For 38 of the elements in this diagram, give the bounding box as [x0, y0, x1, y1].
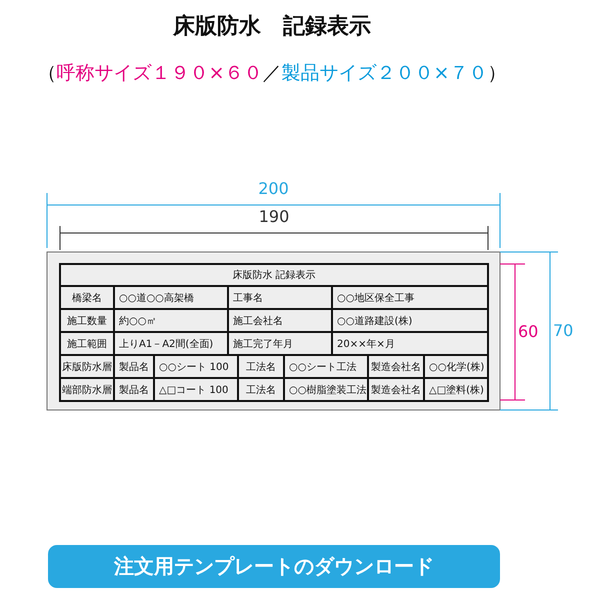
- table-cell: 端部防水層: [60, 378, 114, 401]
- table-cell: ○○地区保全工事: [332, 286, 488, 309]
- table-cell: ○○道○○高架橋: [114, 286, 228, 309]
- table-cell: ○○シート工法: [284, 355, 368, 378]
- download-button: 注文用テンプレートのダウンロード: [48, 545, 500, 588]
- table-cell: 製品名: [114, 378, 154, 401]
- table-cell: 床版防水層: [60, 355, 114, 378]
- table-cell: 製造会社名: [368, 355, 424, 378]
- table-cell: 製造会社名: [368, 378, 424, 401]
- table-cell: ○○道路建設(株): [332, 309, 488, 332]
- bracket-text: （: [38, 62, 57, 84]
- table-cell: 施工数量: [60, 309, 114, 332]
- title: 床版防水 記録表示: [172, 13, 372, 41]
- table-cell: 上りA1－A2間(全面): [114, 332, 228, 355]
- bracket-text: ）: [487, 62, 506, 84]
- table-cell: ○○樹脂塗装工法: [284, 378, 368, 401]
- table-cell: 約○○㎡: [114, 309, 228, 332]
- bracket-text: ／: [262, 62, 282, 84]
- table-cell: 施工会社名: [228, 309, 332, 332]
- table-cell: 製品名: [114, 355, 154, 378]
- table-cell: 工法名: [238, 378, 284, 401]
- dimension-label: 70: [553, 320, 574, 342]
- table-cell: 工法名: [238, 355, 284, 378]
- size-text: 製品サイズ２００×７０: [282, 62, 488, 84]
- table-cell: △□塗料(株): [424, 378, 488, 401]
- table-cell: ○○化学(株): [424, 355, 488, 378]
- dimension-label: 60: [518, 321, 538, 343]
- table-cell: 施工完了年月: [228, 332, 332, 355]
- table-cell: 床版防水 記録表示: [60, 264, 488, 286]
- size-text: 呼称サイズ１９０×６０: [56, 62, 262, 84]
- table-cell: 工事名: [228, 286, 332, 309]
- table-cell: 施工範囲: [60, 332, 114, 355]
- table-cell: △□コート 100: [154, 378, 238, 401]
- table-cell: 橋梁名: [60, 286, 114, 309]
- table-cell: ○○シート 100: [154, 355, 238, 378]
- dimension-label: 190: [258, 207, 290, 226]
- table-cell: 20××年×月: [332, 332, 488, 355]
- dimension-label: 200: [257, 179, 290, 198]
